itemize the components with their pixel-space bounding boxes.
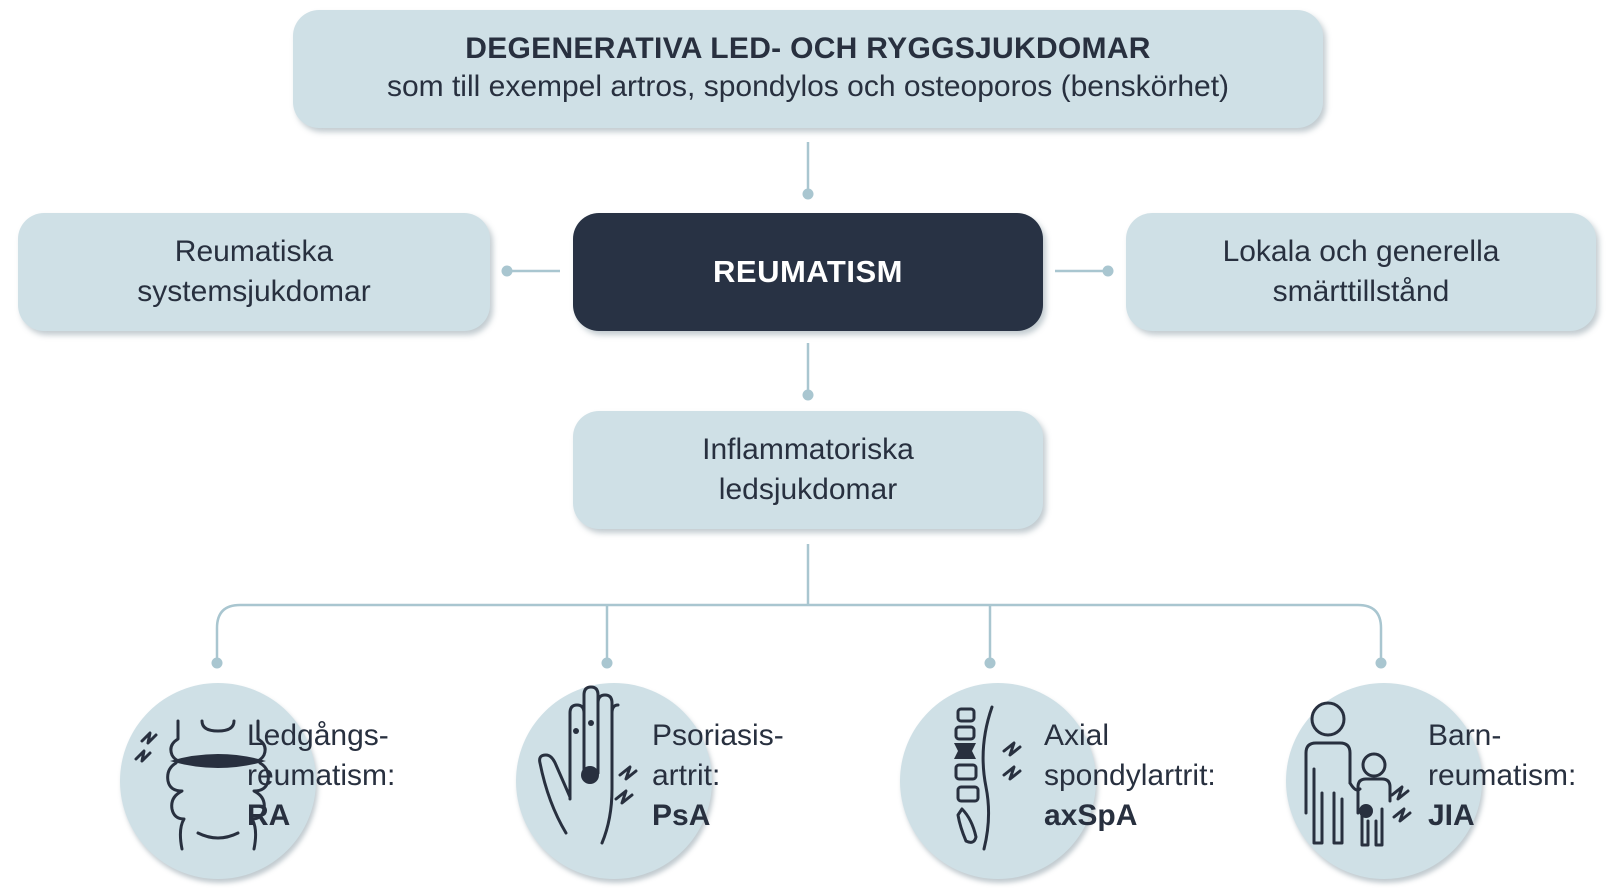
axspa-line1: Axial [1044, 719, 1110, 752]
knee-joint-icon [134, 719, 270, 851]
jia-circle [1286, 683, 1482, 879]
jia-label: Barn- reumatism: JIA [1428, 716, 1576, 836]
psa-circle [516, 683, 712, 879]
psa-label: Psoriasis- artrit: PsA [652, 716, 784, 836]
ra-label: Ledgångs- reumatism: RA [247, 716, 395, 836]
inflammatory-line1: Inflammatoriska [702, 433, 914, 466]
parent-child-icon [1304, 701, 1412, 847]
spine-icon [954, 705, 1022, 851]
degenerative-subtitle: som till exempel artros, spondylos och o… [386, 70, 1230, 103]
systemic-line2: systemsjukdomar [137, 275, 371, 308]
pain-line1: Lokala och generella [1222, 235, 1500, 268]
jia-line2: reumatism: [1428, 759, 1577, 792]
rheumatism-center-box: REUMATISM [573, 213, 1043, 331]
degenerative-title: DEGENERATIVA LED- OCH RYGGSJUKDOMAR [465, 32, 1151, 65]
inflammatory-diseases-box: Inflammatoriska ledsjukdomar [573, 411, 1043, 529]
axspa-abbr: axSpA [1044, 799, 1138, 832]
systemic-diseases-box: Reumatiska systemsjukdomar [18, 213, 490, 331]
axspa-line2: spondylartrit: [1044, 759, 1216, 792]
systemic-line1: Reumatiska [174, 235, 334, 268]
axspa-circle [900, 683, 1096, 879]
hand-joint-icon [538, 685, 638, 845]
rheumatism-label: REUMATISM [713, 254, 903, 289]
psa-abbr: PsA [652, 799, 711, 832]
degenerative-diseases-box: DEGENERATIVA LED- OCH RYGGSJUKDOMAR som … [293, 10, 1323, 128]
ra-abbr: RA [247, 799, 291, 832]
jia-line1: Barn- [1428, 719, 1502, 752]
ra-circle [120, 683, 316, 879]
axspa-label: Axial spondylartrit: axSpA [1044, 716, 1216, 836]
psa-line2: artrit: [652, 759, 721, 792]
pain-line2: smärttillstånd [1272, 275, 1450, 308]
jia-abbr: JIA [1428, 799, 1475, 832]
ra-line2: reumatism: [247, 759, 396, 792]
psa-line1: Psoriasis- [652, 719, 784, 752]
pain-conditions-box: Lokala och generella smärttillstånd [1126, 213, 1596, 331]
inflammatory-line2: ledsjukdomar [718, 473, 898, 506]
ra-line1: Ledgångs- [247, 719, 389, 752]
